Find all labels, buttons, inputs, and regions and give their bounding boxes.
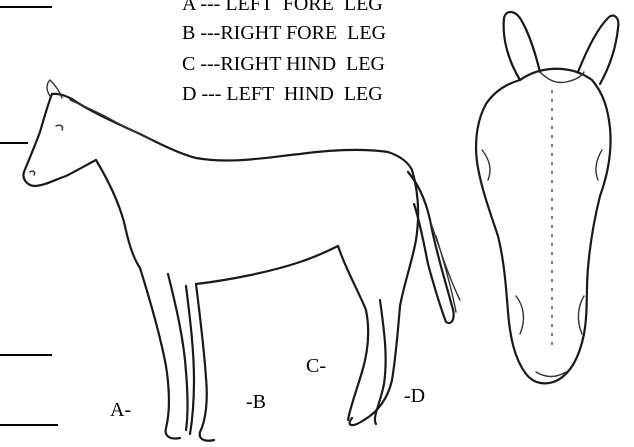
- leg-label-d: -D: [404, 386, 425, 406]
- horse-mane: [70, 100, 152, 140]
- horse-head-outline: [52, 94, 412, 170]
- horse-fore-leg-b: [196, 284, 214, 441]
- horse-eye: [56, 125, 63, 130]
- horse-tail-hair: [430, 220, 460, 312]
- horse-chest-outline: [96, 160, 140, 268]
- horse-fore-leg-a: [140, 268, 180, 439]
- horse-right-ear: [578, 16, 618, 84]
- leg-label-a: A-: [110, 400, 131, 420]
- horse-nostril: [30, 171, 35, 175]
- leg-label-c: C-: [306, 356, 326, 376]
- horse-forelock: [540, 72, 584, 83]
- horse-front-head-outline: [476, 69, 610, 384]
- horse-right-nostril: [578, 296, 584, 334]
- leg-label-b: -B: [246, 392, 266, 412]
- horse-fore-leg-a-back: [168, 274, 188, 430]
- horse-muzzle: [536, 372, 566, 377]
- horse-belly-outline: [196, 246, 338, 284]
- horse-left-ear: [504, 12, 540, 80]
- horse-hind-leg-c: [338, 246, 368, 420]
- horse-left-nostril: [516, 296, 523, 334]
- horse-left-eye: [482, 150, 490, 180]
- horse-right-eye: [596, 150, 602, 180]
